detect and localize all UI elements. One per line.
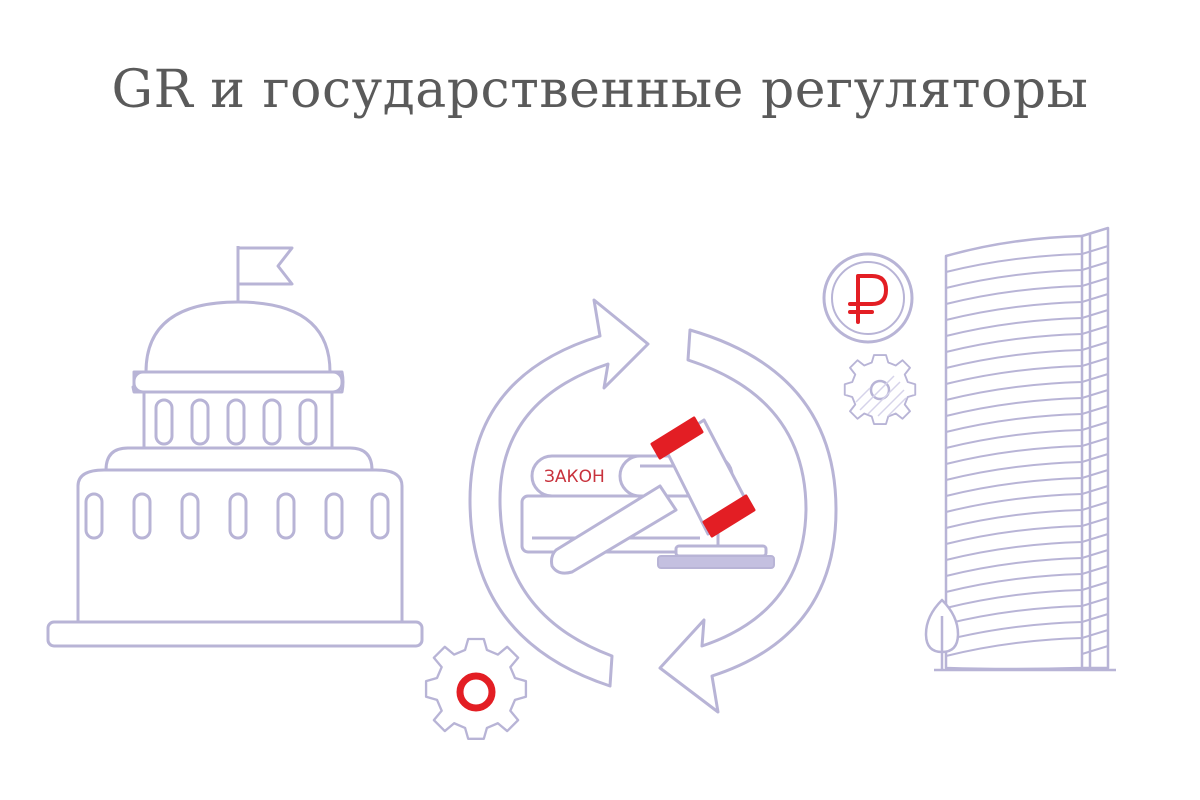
gear-icon <box>424 637 528 741</box>
gear-icon <box>843 354 917 425</box>
cycle-arrows-icon <box>468 298 838 714</box>
capitol-building-icon <box>46 246 424 648</box>
page-title: GR и государственные регуляторы <box>111 60 1089 120</box>
law-book-label: ЗАКОН <box>544 467 605 487</box>
gavel-icon <box>550 416 775 575</box>
tree-icon <box>924 598 960 670</box>
skyscraper-icon <box>934 226 1116 672</box>
ruble-coin-icon <box>822 252 914 344</box>
